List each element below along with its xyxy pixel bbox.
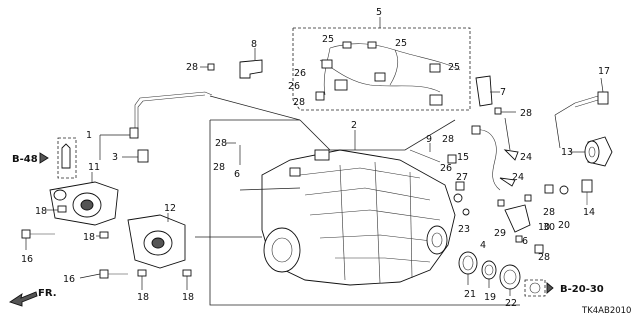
bracket-7 — [475, 75, 516, 115]
connector-icon — [374, 72, 386, 82]
callout-22: 22 — [505, 298, 517, 309]
callout-27: 27 — [456, 172, 468, 183]
diagram-code: TK4AB2010 — [581, 306, 631, 316]
seals-group — [458, 251, 521, 296]
clip-icon — [342, 41, 352, 49]
part-14 — [581, 179, 593, 205]
callout-7: 7 — [500, 87, 506, 98]
callout-25: 25 — [395, 38, 407, 49]
callout-20: 20 — [558, 220, 570, 231]
ref-b48: B-48 — [12, 154, 38, 165]
callout-6: 6 — [522, 236, 528, 247]
ref-b2030: B-20-30 — [560, 284, 604, 295]
callout-23: 23 — [458, 224, 470, 235]
sensor-part — [122, 149, 149, 163]
b48-ref-box — [39, 137, 77, 179]
callout-28: 28 — [186, 62, 198, 73]
bracket-8 — [200, 48, 263, 79]
callout-25: 25 — [448, 62, 460, 73]
callout-16: 16 — [21, 254, 33, 265]
callout-28: 28 — [538, 252, 550, 263]
clip-icon — [315, 91, 325, 101]
callout-3: 3 — [112, 152, 118, 163]
mount-12 — [127, 213, 186, 269]
connector-icon — [429, 94, 443, 106]
callout-9: 9 — [426, 134, 432, 145]
callout-8: 8 — [251, 39, 257, 50]
callout-5: 5 — [376, 7, 382, 18]
callout-17: 17 — [598, 66, 610, 77]
right-small-parts — [409, 125, 569, 254]
callout-15: 15 — [457, 152, 469, 163]
callout-28: 28 — [293, 97, 305, 108]
callout-18: 18 — [137, 292, 149, 303]
callout-30: 30 — [543, 222, 555, 233]
callout-26: 26 — [288, 81, 300, 92]
front-direction-arrow — [8, 291, 38, 307]
callout-2: 2 — [351, 120, 357, 131]
breather-rod — [99, 91, 301, 160]
bolts-group — [21, 205, 192, 290]
bolt-17 — [574, 77, 609, 108]
callout-28: 28 — [213, 162, 225, 173]
callout-28: 28 — [215, 138, 227, 149]
callout-11: 11 — [88, 162, 100, 173]
mount-11 — [49, 172, 119, 226]
callout-21: 21 — [464, 289, 476, 300]
clip-icon — [367, 41, 377, 49]
callout-26: 26 — [440, 163, 452, 174]
differential-housing — [261, 149, 456, 286]
fr-label: FR. — [38, 288, 57, 299]
leader-lines — [195, 102, 576, 238]
harness-group — [292, 17, 471, 111]
callout-25: 25 — [322, 34, 334, 45]
callout-14: 14 — [583, 207, 595, 218]
callout-26: 26 — [294, 68, 306, 79]
clip-icon — [429, 63, 441, 73]
callout-28: 28 — [520, 108, 532, 119]
callout-18: 18 — [182, 292, 194, 303]
callout-28: 28 — [442, 134, 454, 145]
differential-assembly-frame — [209, 119, 520, 306]
callout-18: 18 — [83, 232, 95, 243]
b2030-ref — [524, 279, 554, 297]
callout-29: 29 — [494, 228, 506, 239]
callout-12: 12 — [164, 203, 176, 214]
callout-16: 16 — [63, 274, 75, 285]
callout-4: 4 — [480, 240, 486, 251]
callout-labels: 5 8 28 25 25 25 26 26 28 17 7 28 1 3 2 9… — [21, 7, 610, 309]
callout-6: 6 — [234, 169, 240, 180]
callout-18: 18 — [35, 206, 47, 217]
bushing-13 — [570, 136, 613, 167]
connector-icon — [334, 79, 348, 91]
callout-10: 10 — [538, 222, 550, 233]
callout-13: 13 — [561, 147, 573, 158]
callout-24: 24 — [512, 172, 524, 183]
callout-19: 19 — [484, 292, 496, 303]
callout-28: 28 — [543, 207, 555, 218]
connector-icon — [321, 59, 333, 69]
callout-24: 24 — [520, 152, 532, 163]
callout-1: 1 — [86, 130, 92, 141]
